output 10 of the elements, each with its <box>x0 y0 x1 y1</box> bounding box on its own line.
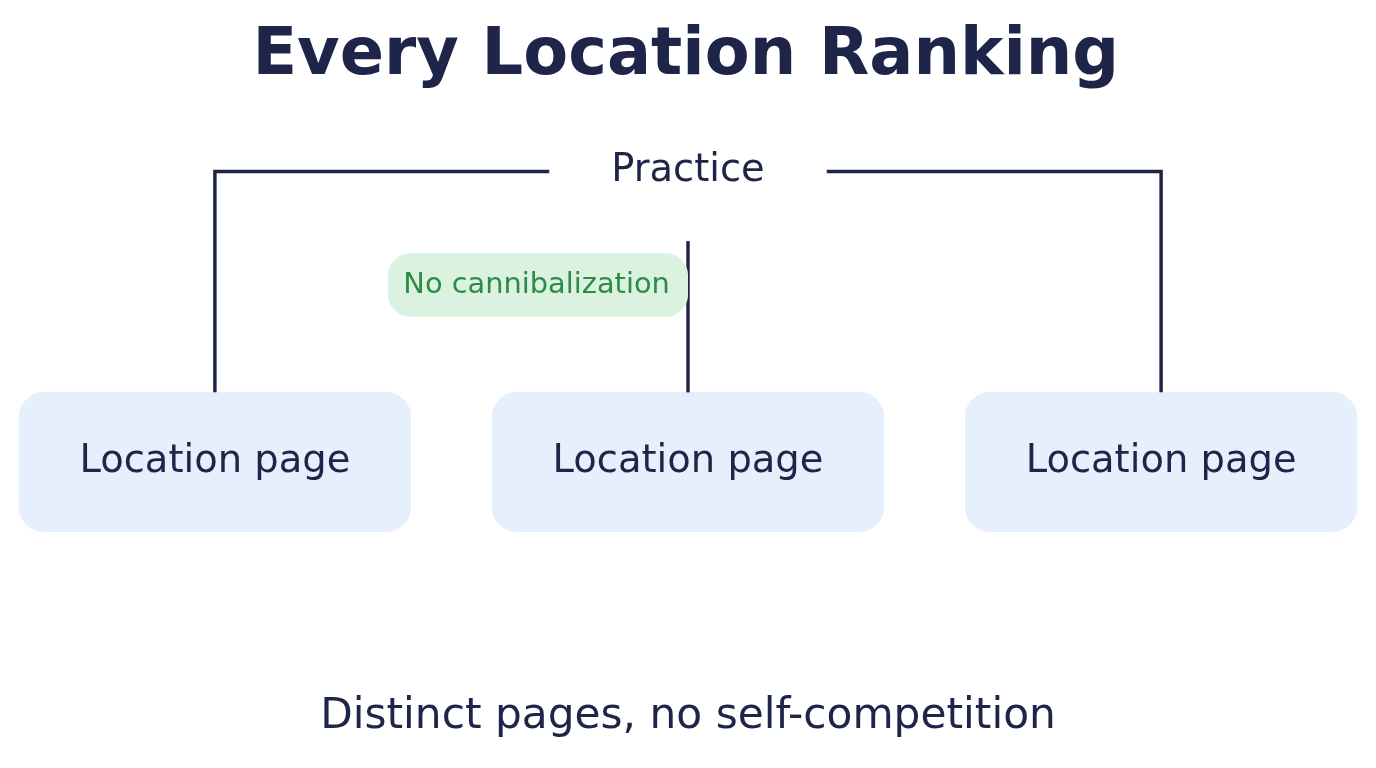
node-box: Location page <box>18 391 412 533</box>
node-text: Practice <box>611 145 765 191</box>
connector <box>213 169 550 393</box>
connector <box>686 241 690 393</box>
edge-label: No cannibalization <box>403 265 670 300</box>
diagram-title: Every Location Ranking <box>252 12 1120 89</box>
connector <box>826 169 1163 393</box>
node-box: Location page <box>964 391 1358 533</box>
caption: Distinct pages, no self-competition <box>320 689 1056 739</box>
node-box: Location page <box>491 391 885 533</box>
